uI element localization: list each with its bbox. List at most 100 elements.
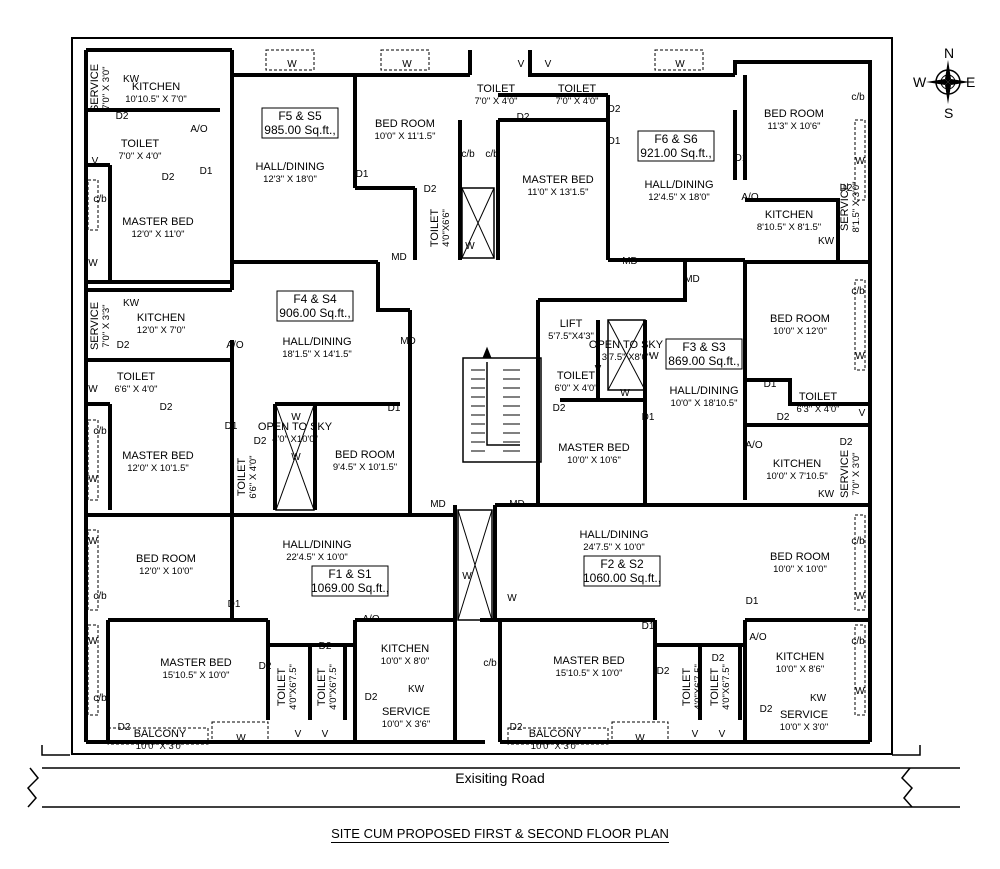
room-name: LIFT [560, 318, 583, 330]
room-name: BED ROOM [136, 553, 196, 565]
plan-title-text: SITE CUM PROPOSED FIRST & SECOND FLOOR P… [331, 826, 669, 843]
tag-w: W [620, 388, 630, 399]
room-name: HALL/DINING [282, 539, 351, 551]
flat-area: 906.00 Sq.ft., [279, 306, 350, 320]
plan-title: SITE CUM PROPOSED FIRST & SECOND FLOOR P… [0, 826, 1000, 843]
room-dimension: 12'0" X 11'0" [132, 229, 185, 240]
flat-area: 1069.00 Sq.ft., [311, 581, 389, 595]
tag-w: W [462, 571, 472, 582]
tag-kw: KW [818, 236, 835, 247]
tag-kw: KW [123, 298, 140, 309]
tag-ao: A/O [362, 614, 379, 625]
room-dimension: 10'0" X 7'10.5" [766, 471, 828, 482]
room-dimension: 12'4.5" X 18'0" [648, 192, 710, 203]
tag-kw: KW [818, 489, 835, 500]
room-name: TOILET [558, 83, 597, 95]
room-name: KITCHEN [381, 643, 429, 655]
tag-md: MD [684, 274, 700, 285]
room-name: BALCONY [134, 728, 187, 740]
tag-cb: c/b [93, 426, 107, 437]
tag-cb: c/b [485, 149, 499, 160]
svg-text:4'0"X6'7.5": 4'0"X6'7.5" [288, 664, 299, 710]
tag-d2: D2 [712, 653, 725, 664]
svg-text:4'0"X6'6": 4'0"X6'6" [441, 209, 452, 247]
tag-d1: D1 [642, 412, 655, 423]
room-dimension: 6'6" X 4'0" [114, 384, 157, 395]
svg-text:4'0"X6'7.5": 4'0"X6'7.5" [693, 664, 704, 710]
tag-v: V [92, 156, 99, 167]
room-dimension: 11'0" X 13'1.5" [528, 187, 589, 198]
tag-w: W [855, 686, 865, 697]
compass-s: S [944, 105, 953, 121]
tag-d2: D2 [118, 722, 131, 733]
tag-d2: D2 [319, 641, 332, 652]
tag-d2: D2 [840, 183, 853, 194]
room-dimension: 10'0" X 3'0" [780, 722, 828, 733]
tag-w: W [287, 59, 297, 70]
room-name: KITCHEN [132, 81, 180, 93]
flat-area-box [276, 290, 354, 322]
room-name: BED ROOM [335, 449, 395, 461]
tag-cb: c/b [461, 149, 475, 160]
compass-rose-icon: N E S W [913, 45, 975, 121]
tag-w: W [291, 452, 301, 463]
tag-w: W [88, 258, 98, 269]
tag-w: W [88, 384, 98, 395]
tag-md: MD [622, 256, 638, 267]
tag-w: W [855, 351, 865, 362]
tag-w: W [402, 59, 412, 70]
tag-w: W [675, 59, 685, 70]
flat-area: 985.00 Sq.ft., [264, 123, 335, 137]
tag-d2: D2 [840, 437, 853, 448]
room-dimension: 10'0" X 11'1.5" [375, 131, 436, 142]
room-dimension: 18'1.5" X 14'1.5" [282, 349, 352, 360]
tag-cb: c/b [851, 92, 865, 103]
tag-w: W [855, 156, 865, 167]
flat-name: F5 & S5 [278, 109, 322, 123]
room-name: TOILET [117, 371, 156, 383]
room-name: BALCONY [529, 728, 582, 740]
room-dimension: 10'0" X 8'6" [776, 664, 824, 675]
room-dimension: 10'0" X 3'6" [382, 719, 430, 730]
room-dimension: 12'3" X 18'0" [263, 174, 317, 185]
room-dimension: 7'0" X 4'0" [555, 96, 598, 107]
svg-text:4'0"X6'7.5": 4'0"X6'7.5" [328, 664, 339, 710]
room-name: BED ROOM [375, 118, 435, 130]
tag-ao: A/O [741, 192, 758, 203]
tag-v: V [518, 59, 525, 70]
tag-md: MD [400, 336, 416, 347]
tag-cb: c/b [851, 286, 865, 297]
room-dimension: 8'10.5" X 8'1.5" [757, 222, 821, 233]
flat-name: F6 & S6 [654, 132, 698, 146]
tag-d1: D1 [388, 403, 401, 414]
room-dimension: 22'4.5" X 10'0" [286, 552, 348, 563]
room-name: BED ROOM [770, 313, 830, 325]
flat-area: 869.00 Sq.ft., [668, 354, 739, 368]
tag-d2: D2 [259, 661, 272, 672]
tag-d2: D2 [116, 111, 129, 122]
flat-area-box [261, 107, 339, 139]
tag-d2: D2 [517, 112, 530, 123]
tag-ao: A/O [749, 632, 766, 643]
room-dimension: 24'7.5" X 10'0" [583, 542, 645, 553]
tag-d1: D1 [200, 166, 213, 177]
room-name: MASTER BED [522, 174, 594, 186]
svg-text:TOILET: TOILET [316, 668, 328, 707]
room-name: TOILET [121, 138, 160, 150]
room-name: HALL/DINING [579, 529, 648, 541]
tag-d1: D1 [746, 596, 759, 607]
room-dimension: 11'3" X 10'6" [768, 121, 821, 132]
svg-text:TOILET: TOILET [429, 209, 441, 248]
tag-d2: D2 [117, 340, 130, 351]
room-name: MASTER BED [553, 655, 625, 667]
svg-text:8'1.5" X 3'0": 8'1.5" X 3'0" [851, 181, 862, 232]
room-name: BED ROOM [764, 108, 824, 120]
tag-d2: D2 [760, 704, 773, 715]
room-dimension: 15'10.5" X 10'0" [163, 670, 230, 681]
room-dimension: 12'0" X 10'0" [139, 566, 193, 577]
